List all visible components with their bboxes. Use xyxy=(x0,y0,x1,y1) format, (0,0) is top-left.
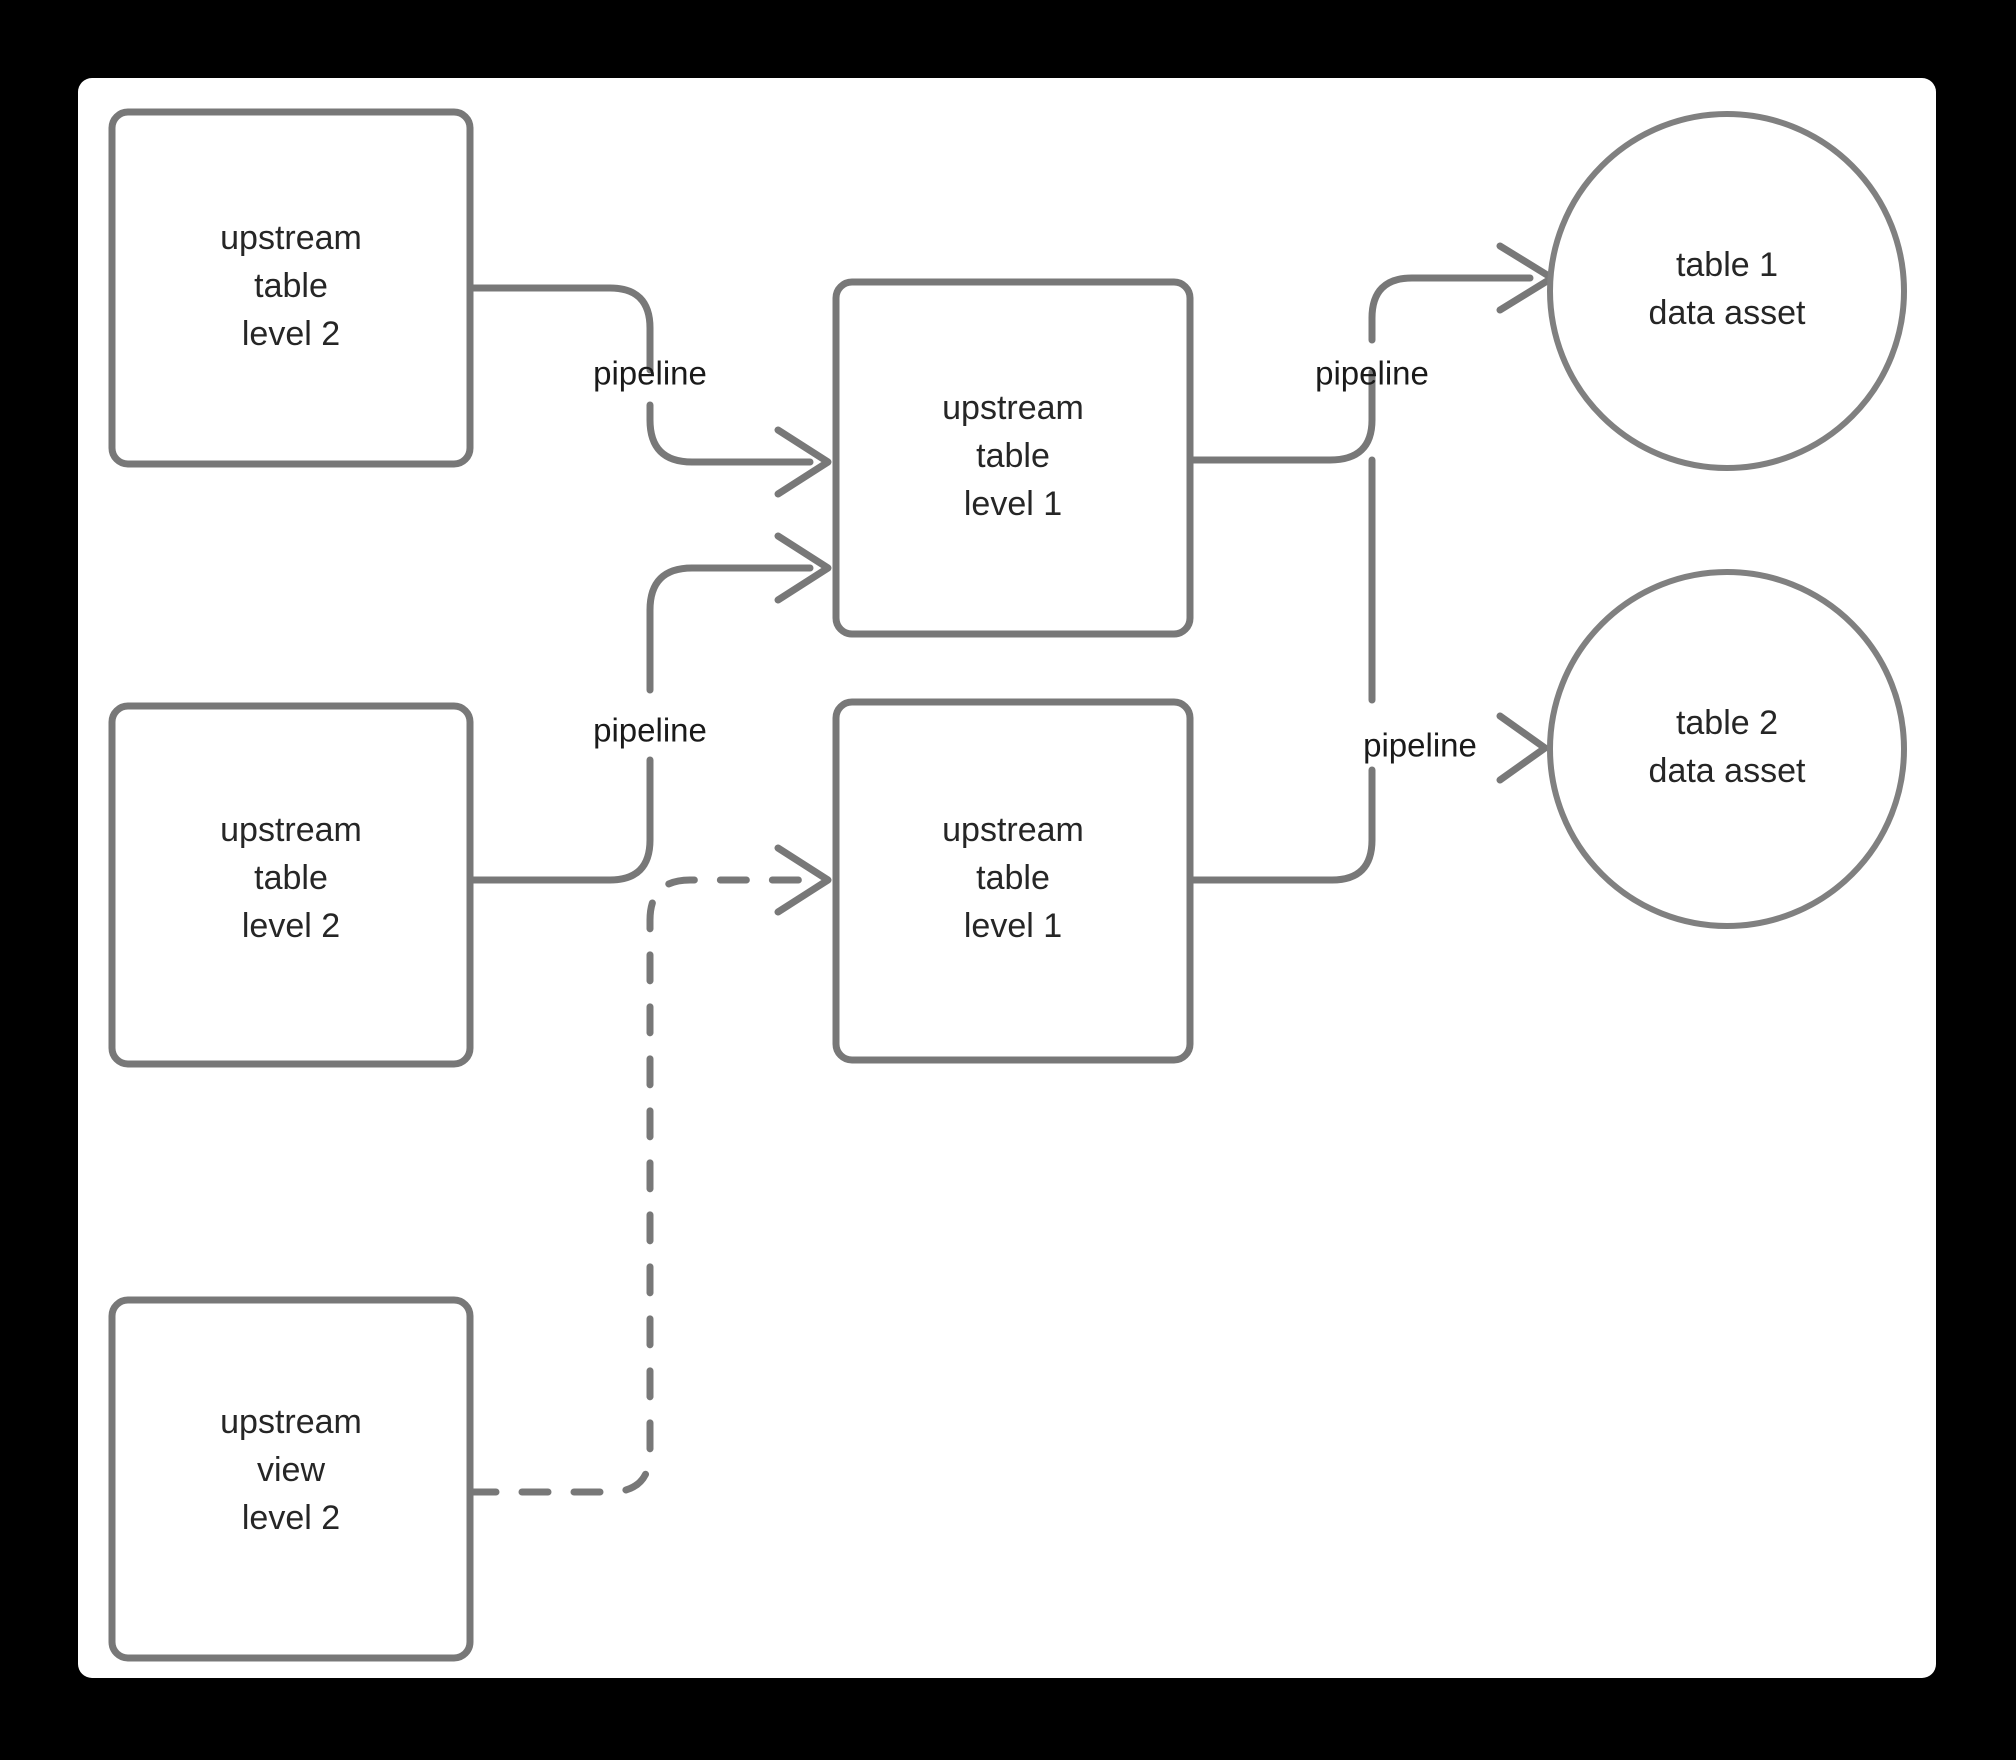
node-label-line-1: upstream xyxy=(220,219,362,257)
edge-segment-lower xyxy=(466,756,654,884)
node-label-line-3: level 1 xyxy=(964,485,1062,523)
node-label-line-2: data asset xyxy=(1649,752,1806,790)
node-label-line-3: level 2 xyxy=(242,907,340,945)
node-upstream-table-level-2-top[interactable]: upstream table level 2 xyxy=(108,108,474,468)
node-label-line-2: data asset xyxy=(1649,294,1806,332)
edge-dashed-path xyxy=(466,876,812,1496)
edge-label-pipeline-3: pipeline xyxy=(1315,355,1429,392)
edge-segment-upper xyxy=(466,284,654,374)
node-label-line-1: table 1 xyxy=(1676,246,1778,284)
node-table-2-data-asset[interactable]: table 2 data asset xyxy=(1547,569,1907,929)
node-upstream-table-level-2-middle[interactable]: upstream table level 2 xyxy=(108,702,474,1068)
node-label-line-1: table 2 xyxy=(1676,704,1778,742)
edge-top-left-to-level-1-top[interactable]: pipeline xyxy=(466,284,832,498)
node-label-line-3: level 2 xyxy=(242,315,340,353)
node-shape-rect xyxy=(108,108,474,468)
edge-label-pipeline-1: pipeline xyxy=(593,355,707,392)
edge-label-pipeline-4: pipeline xyxy=(1363,727,1477,764)
arrow-head-icon xyxy=(774,844,832,916)
arrow-head-icon xyxy=(774,532,832,604)
edge-segment-lower xyxy=(646,401,814,466)
edge-bottom-left-to-level-1-bottom[interactable] xyxy=(466,844,832,1496)
node-shape-rect xyxy=(832,698,1194,1064)
node-label-line-2: table xyxy=(254,859,328,897)
node-label-line-2: table xyxy=(976,859,1050,897)
node-label-line-1: upstream xyxy=(942,811,1084,849)
node-shape-circle xyxy=(1547,111,1907,471)
arrow-head-icon xyxy=(1496,712,1549,784)
node-label-line-1: upstream xyxy=(942,389,1084,427)
edge-segment-upper xyxy=(646,564,814,694)
node-shape-rect xyxy=(832,278,1194,638)
node-label-line-2: table xyxy=(976,437,1050,475)
edge-trunk-bottom xyxy=(1186,766,1376,884)
node-shape-rect xyxy=(108,1296,474,1662)
node-label-line-2: table xyxy=(254,267,328,305)
edge-label-pipeline-2: pipeline xyxy=(593,712,707,749)
edge-level-1-top-to-table-1[interactable]: pipeline xyxy=(1186,242,1556,464)
node-label-line-1: upstream xyxy=(220,1403,362,1441)
arrow-head-icon xyxy=(774,426,832,498)
edge-branch-up xyxy=(1368,274,1534,344)
node-table-1-data-asset[interactable]: table 1 data asset xyxy=(1547,111,1907,471)
node-shape-circle xyxy=(1547,569,1907,929)
node-upstream-view-level-2-bottom[interactable]: upstream view level 2 xyxy=(108,1296,474,1662)
node-label-line-1: upstream xyxy=(220,811,362,849)
node-shape-rect xyxy=(108,702,474,1068)
edge-level-1-to-table-2[interactable]: pipeline xyxy=(1186,456,1549,884)
node-label-line-3: level 2 xyxy=(242,1499,340,1537)
node-upstream-table-level-1-top[interactable]: upstream table level 1 xyxy=(832,278,1194,638)
edge-trunk xyxy=(1186,368,1376,464)
node-label-line-3: level 1 xyxy=(964,907,1062,945)
edge-middle-left-to-level-1-top[interactable]: pipeline xyxy=(466,532,832,884)
node-upstream-table-level-1-bottom[interactable]: upstream table level 1 xyxy=(832,698,1194,1064)
node-label-line-2: view xyxy=(257,1451,325,1489)
